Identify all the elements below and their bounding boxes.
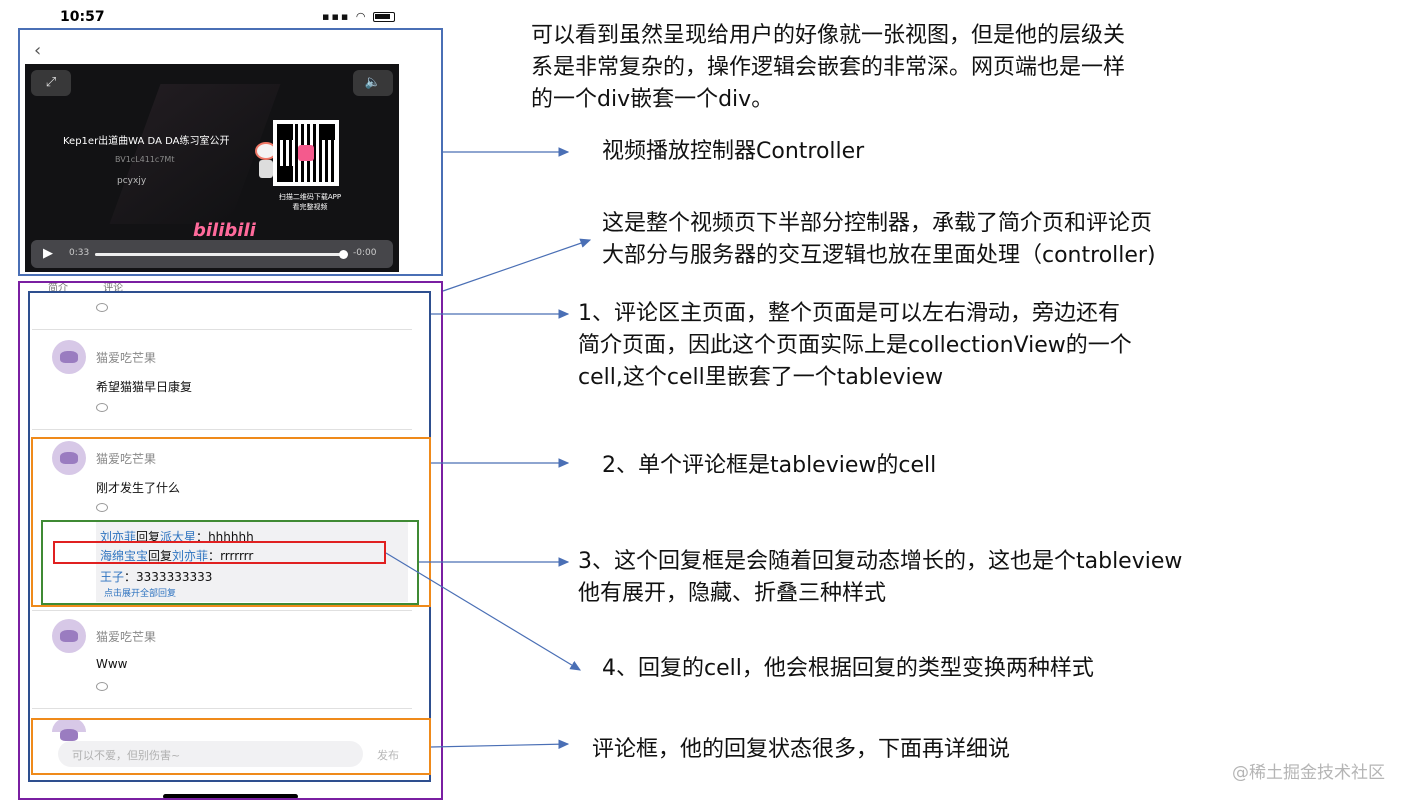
mascot-illustration: [255, 142, 279, 182]
divider: [32, 610, 412, 611]
comment-input-box: [31, 718, 431, 775]
video-title: Kep1er出道曲WA DA DA练习室公开: [63, 136, 230, 147]
comment-text: Www: [96, 657, 128, 671]
comment-page-line-3: cell,这个cell里嵌套了一个tableview: [578, 365, 944, 390]
reply-from[interactable]: 海绵宝宝: [100, 549, 149, 563]
reply-tableview-box: [41, 520, 419, 605]
lower-controller-line-2: 大部分与服务器的交互逻辑也放在里面处理（controller): [602, 243, 1156, 268]
intro-line-3: 的一个div嵌套一个div。: [531, 87, 774, 112]
arrow-lower-controller: [442, 238, 592, 292]
intro-note: 可以看到虽然呈现给用户的好像就一张视图，但是他的层级关 系是非常复杂的，操作逻辑…: [531, 20, 1125, 116]
comment-page-line-2: 简介页面，因此这个页面实际上是collectionView的一个: [578, 333, 1132, 358]
reply-box-note: 3、这个回复框是会随着回复动态增长的，这也是个tableview 他有展开，隐藏…: [578, 546, 1182, 610]
tab-strip: 简介 评论: [48, 279, 155, 294]
reply-cell-box: [53, 541, 386, 564]
arrow-input-box: [430, 739, 570, 750]
qr-caption-line2: 看完整视频: [292, 203, 328, 211]
comment-page-note: 1、评论区主页面，整个页面是可以左右滑动，旁边还有 简介页面，因此这个页面实际上…: [578, 298, 1132, 394]
reply-from[interactable]: 刘亦菲: [100, 530, 137, 544]
divider: [32, 429, 412, 430]
reply-to[interactable]: 派大星: [160, 530, 197, 544]
comment-user[interactable]: 猫爱吃芒果: [96, 630, 157, 644]
reply-icon[interactable]: [96, 503, 108, 512]
comment-user[interactable]: 猫爱吃芒果: [96, 351, 157, 365]
tab-intro[interactable]: 简介: [48, 283, 68, 294]
expand-replies-link[interactable]: 点击展开全部回复: [104, 589, 177, 599]
video-bv-id: BV1cL411c7Mt: [115, 155, 175, 164]
progress-slider[interactable]: [95, 250, 348, 259]
comment-user[interactable]: 猫爱吃芒果: [96, 452, 157, 466]
reply-item[interactable]: 海绵宝宝回复刘亦菲：rrrrrrr: [100, 547, 253, 564]
avatar[interactable]: [52, 340, 86, 374]
qr-caption: 扫描二维码下载APP 看完整视频: [265, 192, 355, 212]
comment-input[interactable]: 可以不爱，但别伤害~: [58, 741, 363, 767]
play-icon[interactable]: ▶: [43, 246, 53, 261]
input-box-note: 评论框，他的回复状态很多，下面再详细说: [592, 737, 1011, 762]
reply-text: 3333333333: [136, 570, 213, 584]
reply-text: hhhhhh: [208, 530, 254, 544]
divider: [32, 708, 412, 709]
progress-knob[interactable]: [338, 250, 348, 259]
video-controller-box: [18, 28, 443, 276]
reply-verb: 回复: [136, 530, 161, 544]
publish-button[interactable]: 发布: [377, 749, 399, 762]
status-icons: ▪▪▪ ◠: [322, 10, 395, 23]
intro-line-2: 系是非常复杂的，操作逻辑会嵌套的非常深。网页端也是一样: [531, 55, 1126, 80]
comment-text: 希望猫猫早日康复: [96, 380, 193, 394]
home-indicator: [163, 794, 298, 799]
reply-from[interactable]: 王子: [100, 570, 125, 584]
video-controller-note: 视频播放控制器Controller: [602, 139, 865, 164]
divider: [32, 329, 412, 330]
comment-cell-note: 2、单个评论框是tableview的cell: [602, 453, 937, 478]
fullscreen-icon[interactable]: ⤢: [31, 70, 71, 96]
volume-icon[interactable]: 🔈: [353, 70, 393, 96]
qr-caption-line1: 扫描二维码下载APP: [278, 193, 342, 201]
qr-code: [273, 120, 339, 186]
lower-controller-note: 这是整个视频页下半部分控制器，承载了简介页和评论页 大部分与服务器的交互逻辑也放…: [602, 208, 1156, 272]
battery-icon: [372, 12, 395, 22]
lower-controller-line-1: 这是整个视频页下半部分控制器，承载了简介页和评论页: [602, 211, 1153, 236]
intro-line-1: 可以看到虽然呈现给用户的好像就一张视图，但是他的层级关: [531, 23, 1126, 48]
video-uploader: pcyxjy: [117, 176, 147, 186]
reply-item[interactable]: 王子：3333333333: [100, 568, 212, 585]
back-icon[interactable]: ‹: [34, 40, 42, 61]
progress-fill: [95, 253, 343, 256]
bilibili-logo: bilibili: [193, 220, 256, 241]
reply-item[interactable]: 刘亦菲回复派大星：hhhhhh: [100, 528, 254, 545]
reply-sep: ：: [124, 570, 137, 584]
signal-icon: ▪▪▪: [322, 10, 351, 23]
reply-cell-note: 4、回复的cell，他会根据回复的类型变换两种样式: [602, 656, 1094, 681]
video-player[interactable]: ⤢ 🔈 Kep1er出道曲WA DA DA练习室公开 BV1cL411c7Mt …: [25, 64, 399, 272]
comment-cell-box: [31, 437, 431, 607]
reply-icon[interactable]: [96, 303, 108, 312]
current-time: 0:33: [69, 248, 90, 258]
lower-controller-box: [18, 281, 443, 800]
reply-icon[interactable]: [96, 403, 108, 412]
reply-sep: ：: [208, 549, 221, 563]
avatar[interactable]: [52, 718, 86, 741]
watermark: @稀土掘金技术社区: [1232, 763, 1385, 783]
remaining-time: -0:00: [353, 248, 377, 258]
arrow-reply-cell: [385, 552, 582, 671]
status-time: 10:57: [60, 9, 105, 25]
video-control-bar: ▶ 0:33 -0:00: [31, 240, 393, 268]
reply-box-line-2: 他有展开，隐藏、折叠三种样式: [578, 581, 887, 606]
comment-page-line-1: 1、评论区主页面，整个页面是可以左右滑动，旁边还有: [578, 301, 1120, 326]
comment-text: 刚才发生了什么: [96, 481, 181, 495]
comment-input-placeholder: 可以不爱，但别伤害~: [72, 749, 181, 762]
reply-box-line-1: 3、这个回复框是会随着回复动态增长的，这也是个tableview: [578, 549, 1183, 574]
avatar[interactable]: [52, 619, 86, 653]
avatar[interactable]: [52, 441, 86, 475]
tab-comments[interactable]: 评论: [103, 283, 124, 294]
app-logo-icon: [298, 145, 314, 161]
reply-sep: ：: [196, 530, 209, 544]
reply-icon[interactable]: [96, 682, 108, 691]
reply-to[interactable]: 刘亦菲: [172, 549, 209, 563]
reply-verb: 回复: [148, 549, 173, 563]
wifi-icon: ◠: [355, 10, 368, 23]
reply-text: rrrrrrr: [220, 549, 254, 563]
